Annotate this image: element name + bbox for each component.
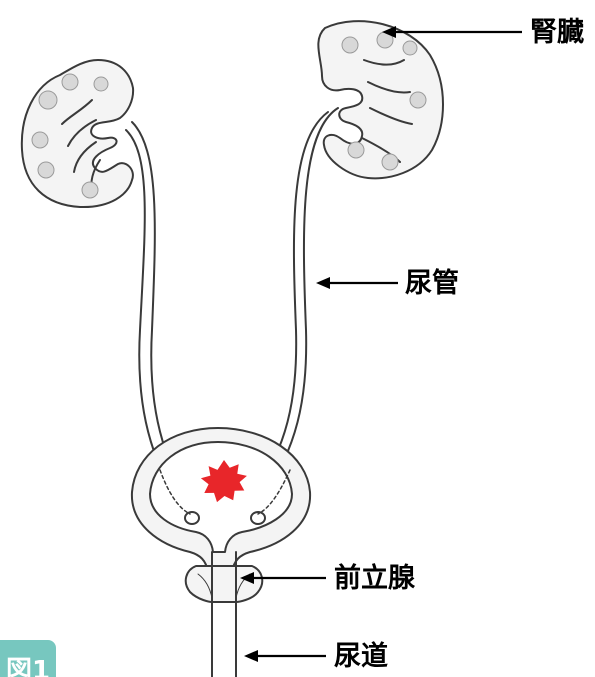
figure-number-tab: 図1 <box>0 640 56 677</box>
bladder <box>132 428 310 572</box>
ureter-pointer-arrow <box>316 277 398 289</box>
kidney-label: 腎臓 <box>530 19 584 46</box>
urethra-label: 尿道 <box>334 643 388 670</box>
left-kidney <box>22 60 133 207</box>
right-kidney <box>318 21 443 178</box>
prostate <box>186 566 263 602</box>
urethra-pointer-arrow <box>244 650 326 662</box>
prostate-label: 前立腺 <box>334 565 415 592</box>
figure-number-text: 図1 <box>6 658 50 677</box>
ureter-label: 尿管 <box>405 270 459 297</box>
prostate-pointer-arrow <box>240 572 326 584</box>
